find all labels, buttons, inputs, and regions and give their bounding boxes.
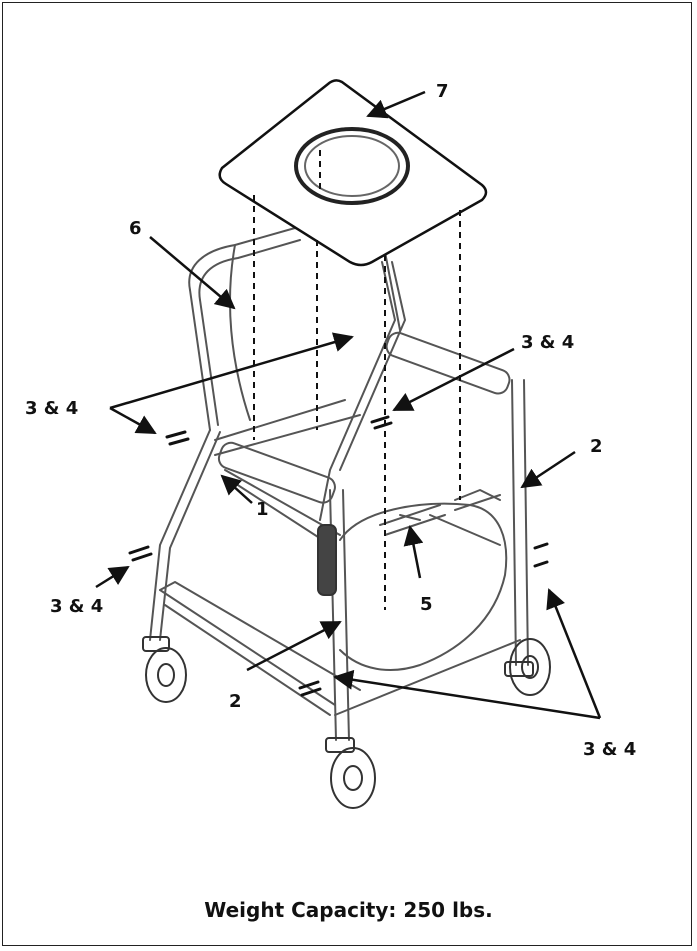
caster-rear-right <box>504 638 551 696</box>
callout-3-4-lowleft: 3 & 4 <box>50 596 103 617</box>
caster-rear-left <box>317 524 337 596</box>
arrow-1 <box>220 474 253 504</box>
alignment-lines <box>253 150 461 610</box>
callout-labels: 7 6 3 & 4 3 & 4 2 1 5 3 & 4 2 3 & 4 <box>25 81 636 760</box>
callout-arrows <box>95 90 602 720</box>
callout-3-4-bottomright: 3 & 4 <box>583 739 636 760</box>
arrow-34-br-a <box>333 669 601 720</box>
arrow-34-left-b <box>109 406 157 435</box>
callout-2-right: 2 <box>590 436 603 457</box>
chair-frame <box>149 227 529 741</box>
callout-3-4-left: 3 & 4 <box>25 398 78 419</box>
arrow-34-lowleft <box>95 565 130 589</box>
arrow-6 <box>149 236 236 310</box>
arrow-34-center <box>392 347 515 412</box>
callout-2-bottom: 2 <box>229 691 242 712</box>
weight-capacity-caption: Weight Capacity: 250 lbs. <box>204 898 493 922</box>
callout-6: 6 <box>129 218 142 239</box>
callout-3-4-center: 3 & 4 <box>521 332 574 353</box>
caster-front-right <box>325 737 376 809</box>
arrow-2-right <box>520 450 576 489</box>
arrow-7 <box>366 90 426 119</box>
hardware-marks <box>128 415 549 697</box>
callout-1: 1 <box>256 499 269 520</box>
arrow-5 <box>403 525 424 579</box>
arrow-34-left-a <box>109 332 354 410</box>
callout-5: 5 <box>420 594 433 615</box>
arrow-34-br-b <box>546 588 602 719</box>
commode-seat <box>218 79 488 267</box>
arrow-2-bottom <box>246 620 342 672</box>
caster-front-left <box>142 636 187 703</box>
callout-7: 7 <box>436 81 449 102</box>
